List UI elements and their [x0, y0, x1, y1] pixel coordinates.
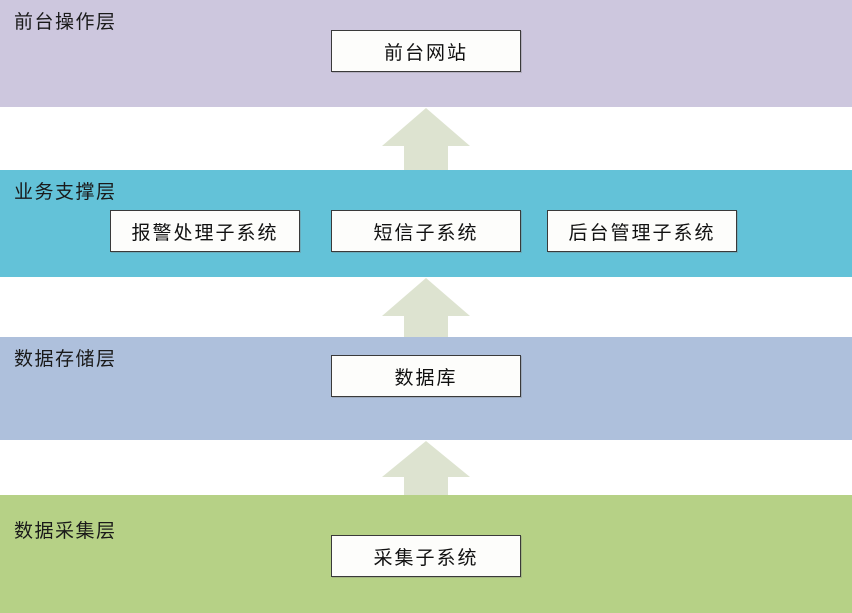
node-alarm-subsystem[interactable]: 报警处理子系统	[110, 210, 300, 252]
arrow-storage-to-business	[382, 278, 470, 337]
node-collector-subsystem[interactable]: 采集子系统	[331, 535, 521, 577]
layer-band-storage: 数据存储层 数据库	[0, 337, 852, 440]
layer-band-business: 业务支撑层 报警处理子系统 短信子系统 后台管理子系统	[0, 170, 852, 277]
arrow-collection-to-storage	[382, 441, 470, 495]
layer-band-presentation: 前台操作层 前台网站	[0, 0, 852, 107]
layer-label-storage: 数据存储层	[14, 348, 117, 370]
layer-label-presentation: 前台操作层	[14, 11, 117, 33]
node-front-site[interactable]: 前台网站	[331, 30, 521, 72]
node-sms-subsystem[interactable]: 短信子系统	[331, 210, 521, 252]
arrow-business-to-presentation	[382, 108, 470, 170]
layer-label-collection: 数据采集层	[14, 520, 117, 542]
node-database[interactable]: 数据库	[331, 355, 521, 397]
layer-band-collection: 数据采集层 采集子系统	[0, 495, 852, 613]
node-admin-subsystem[interactable]: 后台管理子系统	[547, 210, 737, 252]
layer-label-business: 业务支撑层	[14, 181, 117, 203]
